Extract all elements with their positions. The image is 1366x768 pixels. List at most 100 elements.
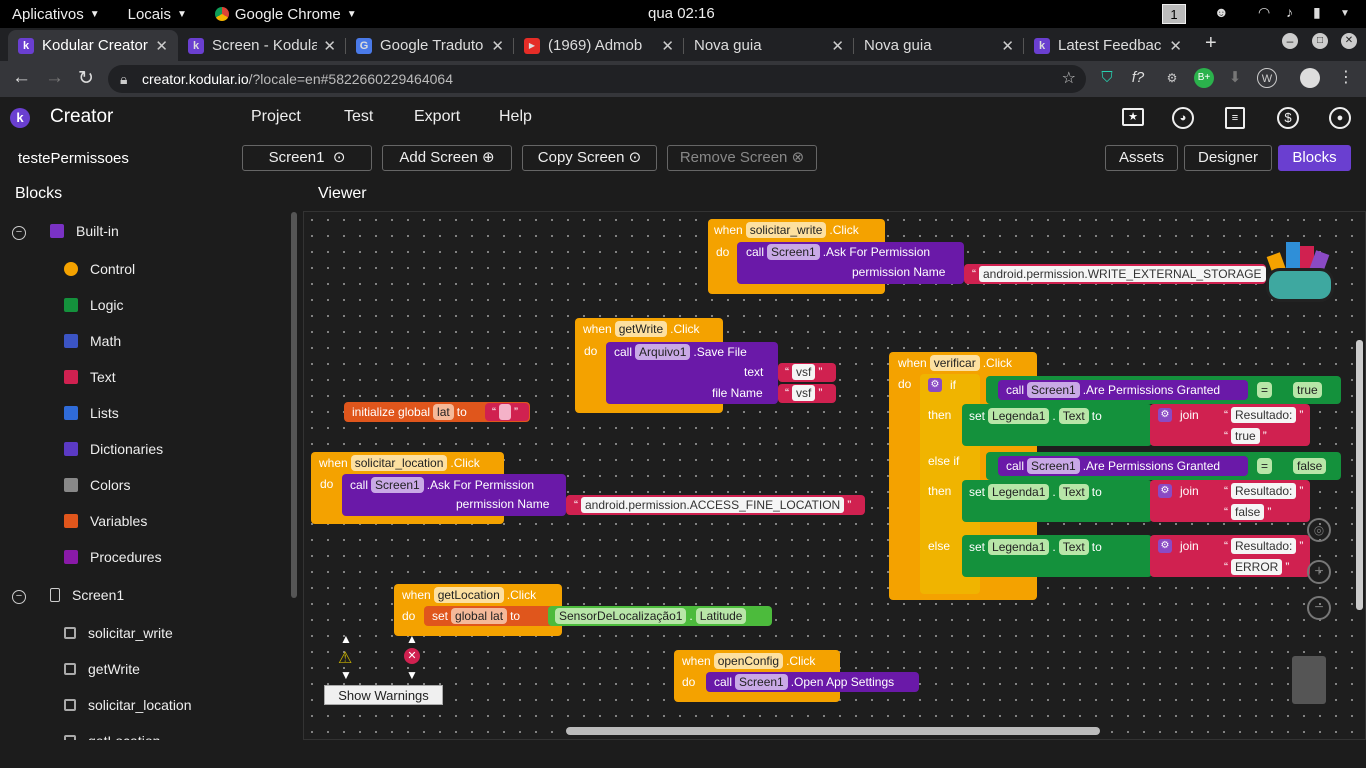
library-icon[interactable]: ≡ [1225, 107, 1245, 129]
w-extension-icon[interactable]: W [1257, 68, 1277, 88]
gear-icon[interactable]: ⚙ [928, 378, 942, 392]
tree-scrollbar[interactable] [291, 212, 297, 598]
palette-icon[interactable]: ◕ [1172, 107, 1194, 129]
component-dropdown[interactable]: solicitar_write [745, 222, 827, 238]
text-literal[interactable]: android.permission.WRITE_EXTERNAL_STORAG… [979, 266, 1266, 282]
component-dropdown[interactable]: getWrite [614, 321, 668, 337]
tree-item-procedures[interactable]: Procedures [64, 542, 162, 572]
collapse-icon[interactable]: − [12, 590, 26, 604]
backpack-icon[interactable] [1264, 234, 1336, 304]
close-icon[interactable]: ✕ [1169, 37, 1182, 55]
people-icon[interactable]: ☻ [1214, 4, 1229, 20]
tree-item-dictionaries[interactable]: Dictionaries [64, 434, 163, 464]
screen-dropdown[interactable]: Screen1 [1027, 382, 1080, 398]
add-screen-button[interactable]: Add Screen ⊕ [382, 145, 512, 171]
volume-icon[interactable]: ♪ [1286, 4, 1293, 20]
label-dropdown[interactable]: Legenda1 [988, 484, 1050, 500]
operator-dropdown[interactable]: = [1257, 458, 1273, 474]
blocks-workspace[interactable]: when solicitar_write .Click do call Scre… [303, 211, 1366, 740]
close-icon[interactable]: ✕ [323, 37, 336, 55]
boolean-dropdown[interactable]: false [1293, 458, 1327, 474]
collapse-icon[interactable]: − [12, 226, 26, 240]
workspace-horizontal-scrollbar[interactable] [566, 727, 1100, 735]
download-extension-icon[interactable]: ⬇ [1228, 69, 1242, 86]
tree-component-solicitar-location[interactable]: solicitar_location [64, 690, 192, 720]
tree-item-lists[interactable]: Lists [64, 398, 119, 428]
text-literal[interactable]: Resultado: [1231, 483, 1297, 499]
back-icon[interactable]: ← [12, 67, 31, 88]
menu-project[interactable]: Project [251, 108, 301, 125]
designer-button[interactable]: Designer [1184, 145, 1272, 171]
more-menu-icon[interactable]: ⋮ [1338, 69, 1354, 86]
warning-prev-icon[interactable]: ▲ [340, 632, 352, 646]
assets-button[interactable]: Assets [1105, 145, 1178, 171]
dollar-icon[interactable]: $ [1277, 107, 1299, 129]
clock[interactable]: qua 02:16 [648, 5, 715, 22]
tab-new-2[interactable]: Nova guia✕ [854, 30, 1024, 61]
text-literal[interactable]: vsf [792, 385, 816, 401]
menu-export[interactable]: Export [414, 108, 461, 125]
battery-icon[interactable]: ▮ [1313, 4, 1321, 20]
tree-item-variables[interactable]: Variables [64, 506, 147, 536]
gear-icon[interactable]: ⚙ [1158, 484, 1172, 498]
gear-icon[interactable]: ⚙ [1158, 539, 1172, 553]
menu-help[interactable]: Help [499, 108, 532, 125]
property-dropdown[interactable]: Latitude [695, 608, 747, 624]
tree-component-solicitar-write[interactable]: solicitar_write [64, 618, 173, 648]
variable-name[interactable]: lat [433, 404, 454, 420]
label-dropdown[interactable]: Legenda1 [988, 539, 1050, 555]
tree-component-getwrite[interactable]: getWrite [64, 654, 140, 684]
workspace-indicator[interactable]: 1 [1162, 4, 1186, 24]
property-dropdown[interactable]: Text [1058, 484, 1089, 500]
tab-youtube-admob[interactable]: ▶(1969) Admob✕ [514, 30, 684, 61]
screen-dropdown[interactable]: Screen1 [735, 674, 788, 690]
url-field[interactable]: 🔒︎ creator.kodular.io/?locale=en#5822660… [108, 65, 1086, 93]
variable-dropdown[interactable]: global lat [451, 608, 508, 624]
tree-item-logic[interactable]: Logic [64, 290, 123, 320]
tab-new-1[interactable]: Nova guia✕ [684, 30, 854, 61]
text-literal[interactable]: vsf [792, 364, 816, 380]
reload-icon[interactable]: ↻ [78, 68, 94, 89]
close-icon[interactable]: ✕ [155, 37, 168, 55]
screen-dropdown[interactable]: Screen1 [767, 244, 820, 260]
tree-item-control[interactable]: Control [64, 254, 135, 284]
text-literal[interactable]: Resultado: [1231, 407, 1297, 423]
show-warnings-button[interactable]: Show Warnings [324, 685, 443, 705]
property-dropdown[interactable]: Text [1058, 539, 1089, 555]
puzzle-extension-icon[interactable]: ⚙ [1166, 71, 1178, 85]
close-icon[interactable]: ✕ [1001, 37, 1014, 55]
screen-dropdown[interactable]: Screen1 [371, 477, 424, 493]
tree-item-text[interactable]: Text [64, 362, 116, 392]
component-dropdown[interactable]: verificar [929, 355, 980, 371]
trash-icon[interactable] [1292, 656, 1326, 704]
warning-next-icon[interactable]: ▼ [340, 668, 352, 682]
close-icon[interactable]: ✕ [831, 37, 844, 55]
blocks-button[interactable]: Blocks [1278, 145, 1351, 171]
boolean-dropdown[interactable]: true [1293, 382, 1322, 398]
zoom-out-icon[interactable]: − [1307, 596, 1331, 620]
new-tab-icon[interactable]: + [1205, 32, 1217, 54]
property-dropdown[interactable]: Text [1058, 408, 1089, 424]
avatar[interactable] [1300, 68, 1320, 88]
bookmark-star-icon[interactable]: ☆ [1061, 70, 1076, 87]
text-literal[interactable]: android.permission.ACCESS_FINE_LOCATION [581, 497, 845, 513]
wifi-icon[interactable]: ◠ [1258, 4, 1271, 20]
error-next-icon[interactable]: ▼ [406, 668, 418, 682]
minimize-icon[interactable]: – [1282, 33, 1298, 49]
screen-select[interactable]: Screen1 ⊙ [242, 145, 372, 171]
folder-icon[interactable]: ★ [1122, 108, 1144, 126]
text-literal[interactable]: Resultado: [1231, 538, 1297, 554]
b-plus-extension-icon[interactable]: B+ [1194, 68, 1214, 88]
menu-test[interactable]: Test [344, 108, 374, 125]
window-close-icon[interactable]: ✕ [1341, 33, 1357, 49]
tree-item-colors[interactable]: Colors [64, 470, 130, 500]
gear-icon[interactable]: ⚙ [1158, 408, 1172, 422]
tree-screen1[interactable]: Screen1 [50, 580, 124, 610]
tree-builtin[interactable]: Built-in [50, 216, 119, 246]
label-dropdown[interactable]: Legenda1 [988, 408, 1050, 424]
function-extension-icon[interactable]: f? [1131, 69, 1145, 86]
account-icon[interactable]: ● [1329, 107, 1351, 129]
